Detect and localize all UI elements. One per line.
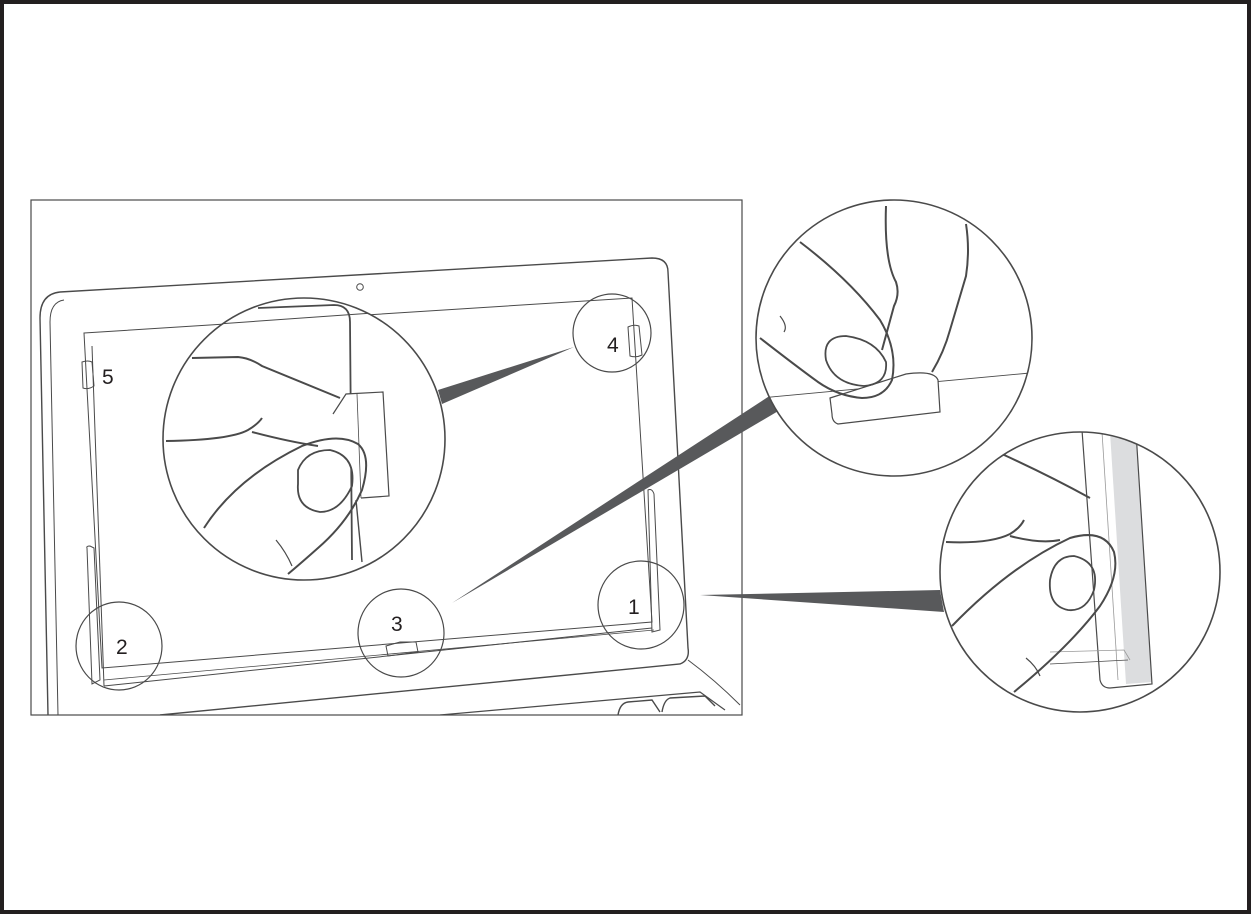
callout-circle-1 <box>597 560 685 650</box>
callout-circle-3 <box>357 588 445 678</box>
pointer-3 <box>452 395 780 603</box>
inset-clip-1 <box>939 431 1221 713</box>
pointer-wedges <box>438 347 944 612</box>
callout-label-4: 4 <box>607 334 619 357</box>
inset-clip-4 <box>162 297 446 581</box>
callout-label-5: 5 <box>102 366 114 389</box>
callout-circle-4 <box>572 293 652 373</box>
pointer-4 <box>438 347 574 404</box>
callout-label-3: 3 <box>391 613 403 636</box>
callout-label-1: 1 <box>628 596 640 619</box>
pointer-1 <box>700 590 944 612</box>
callout-circle-2 <box>75 601 163 691</box>
inset-clip-3 <box>755 199 1033 477</box>
callout-label-2: 2 <box>116 636 128 659</box>
